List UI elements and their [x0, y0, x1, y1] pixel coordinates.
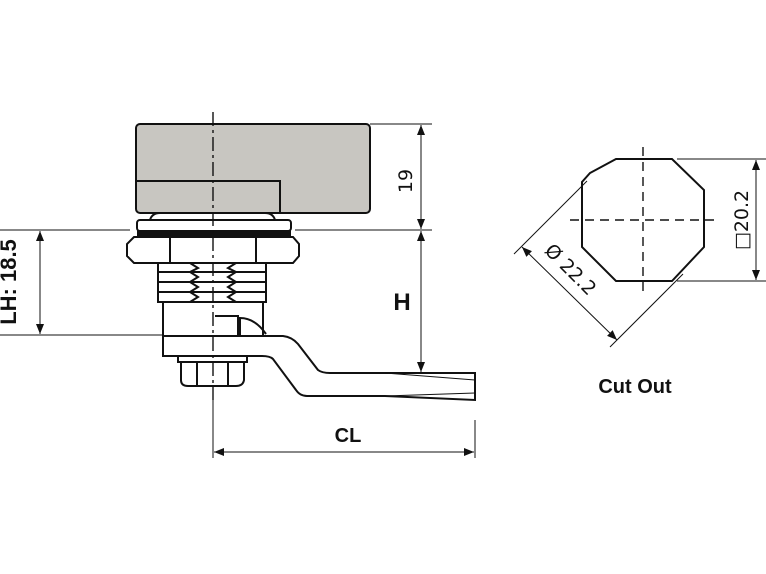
extension-line — [609, 273, 684, 348]
dim-square-label: □20.2 — [731, 190, 753, 250]
cutout-shape — [581, 158, 705, 282]
cam-stop — [215, 315, 267, 336]
dim-cl-label: CL — [335, 425, 362, 447]
cutout-title: Cut Out — [598, 376, 672, 398]
thread-lines — [158, 262, 266, 303]
dim-diameter-line — [521, 246, 618, 341]
extension-line — [513, 180, 588, 255]
handle — [135, 123, 371, 214]
cutout-view: □20.2 Ø 22.2 Cut Out — [513, 147, 766, 398]
dim-diameter-label: Ø 22.2 — [540, 240, 600, 300]
lever-taper — [384, 372, 476, 397]
bottom-nut — [177, 355, 248, 387]
dim-h-label: H — [393, 289, 410, 316]
washer — [136, 219, 292, 232]
side-view: 19 H LH: 18.5 CL — [0, 112, 476, 458]
hex-nut — [126, 236, 300, 264]
handle-step — [136, 180, 281, 213]
dim-lh-label: LH: 18.5 — [0, 239, 21, 325]
cam-lever — [162, 335, 476, 402]
seal — [137, 230, 291, 236]
dim-19-label: 19 — [395, 169, 417, 193]
